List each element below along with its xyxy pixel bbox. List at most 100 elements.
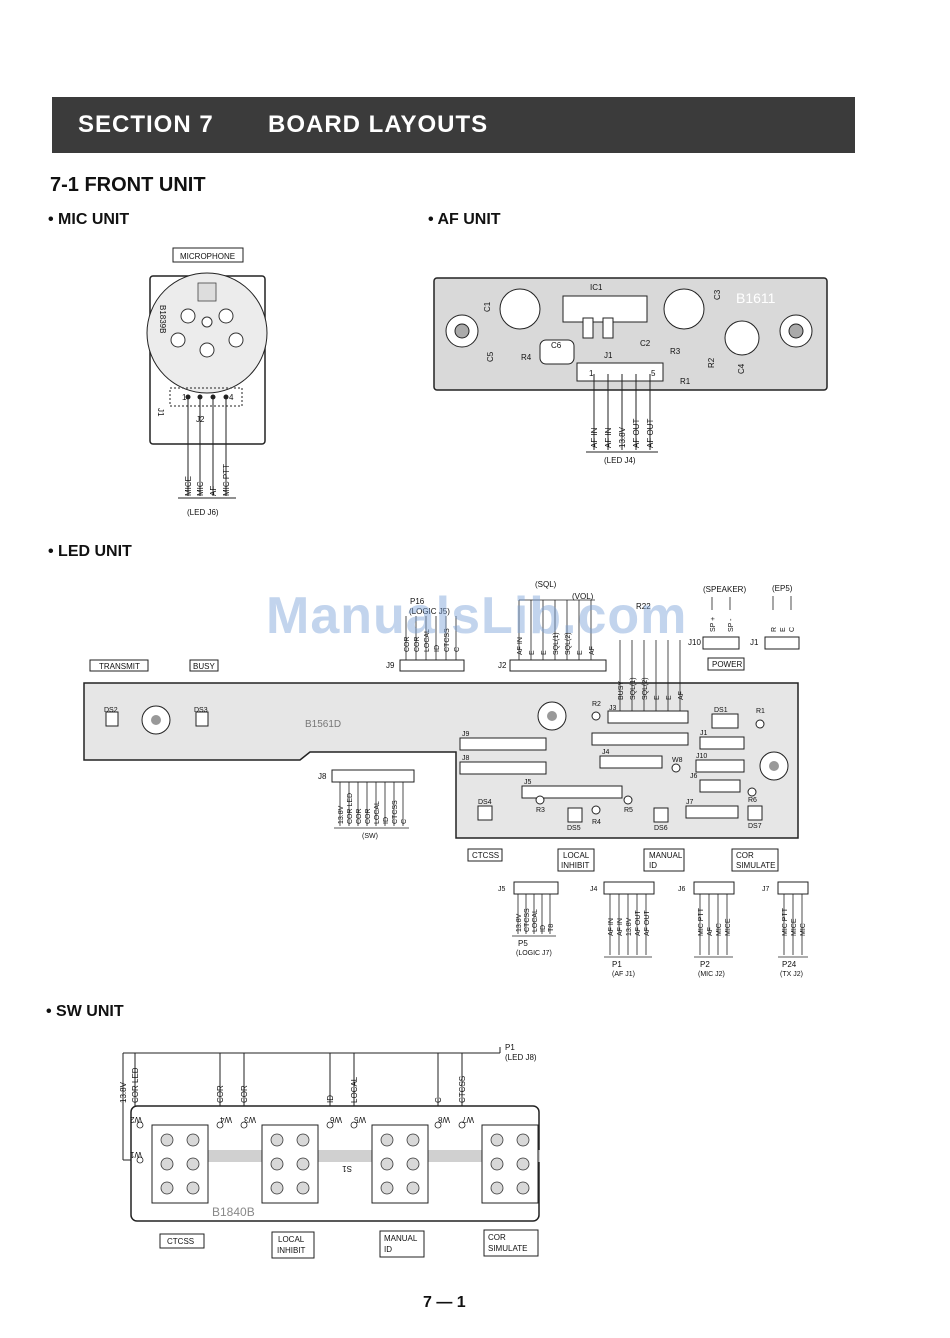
sw-manual-label: MANUAL (384, 1234, 418, 1243)
sw-wire-cor-1: COR (216, 1085, 225, 1103)
mic-dest: (LED J6) (187, 508, 219, 517)
led-unit-heading: • LED UNIT (48, 543, 132, 560)
led-j7-wire-0: MIC PTT (782, 907, 789, 936)
led-j9-wire-0: COR (404, 636, 411, 652)
led-p1: P1 (612, 960, 622, 969)
led-j5-board: J5 (524, 779, 532, 786)
led-ds1: DS1 (714, 707, 728, 714)
sw-w4: W4 (219, 1115, 232, 1124)
af-pin1: 1 (589, 369, 594, 378)
led-power-label: POWER (712, 660, 742, 669)
led-j8-wire-3: COR (365, 808, 372, 824)
led-j9-wire-5: C (454, 647, 461, 652)
led-j8-wire-0: 13.8V (338, 805, 345, 824)
led-busy-wire-3: E (654, 695, 661, 700)
sw-board-code: B1840B (212, 1205, 255, 1219)
section-number: SECTION 7 (78, 111, 214, 138)
led-manual-label: MANUAL (649, 851, 683, 860)
af-unit-heading: • AF UNIT (428, 211, 501, 228)
led-j8-dest: (SW) (362, 833, 378, 840)
sw-w3: W3 (243, 1115, 256, 1124)
led-r22: R22 (636, 602, 651, 611)
section-header: SECTION 7 BOARD LAYOUTS (52, 97, 855, 153)
led-j10-label: J10 (688, 638, 701, 647)
led-j6-conn: J6 (678, 886, 686, 893)
mic-pin1: 1 (182, 393, 187, 402)
led-j6-board: J6 (690, 773, 698, 780)
led-busy-wire-4: E (666, 695, 673, 700)
sw-id-label: ID (384, 1245, 392, 1254)
led-j2-wire-2: E (541, 650, 548, 655)
af-c6: C6 (551, 341, 562, 350)
led-j1-board: J1 (700, 730, 708, 737)
led-r4: R4 (592, 819, 601, 826)
led-busy-wire-1: SQL(1) (630, 677, 637, 700)
led-transmit-label: TRANSMIT (99, 662, 140, 671)
led-p24-dest: (TX J2) (780, 971, 803, 978)
led-p16: P16 (410, 597, 425, 606)
sw-wire-c: C (434, 1097, 443, 1103)
led-j7-board: J7 (686, 799, 694, 806)
led-j2-label: J2 (498, 661, 507, 670)
sw-wire-cor-2: COR (240, 1085, 249, 1103)
led-j7-wire-1: MICE (791, 918, 798, 936)
af-c2: C2 (640, 339, 651, 348)
led-r1: R1 (756, 708, 765, 715)
sw-wire-ctcss: CTCSS (458, 1076, 467, 1103)
af-wire-af-out-1: AF OUT (632, 419, 641, 448)
led-j5-wire-4: T8 (548, 924, 555, 932)
led-j1-top-label: J1 (750, 638, 759, 647)
led-j1-wire-e: E (780, 627, 787, 632)
mic-unit-heading: • MIC UNIT (48, 211, 130, 228)
led-j4-wire-0: AF IN (608, 918, 615, 936)
led-j10-wire-0: SP + (710, 617, 717, 632)
led-p16-dest: (LOGIC J5) (409, 607, 450, 616)
led-j2-wire-6: AF (589, 646, 596, 655)
led-j2-wire-3: SQL(1) (553, 632, 560, 655)
led-r2: R2 (592, 701, 601, 708)
led-j7-conn: J7 (762, 886, 770, 893)
led-cor-label: COR (736, 851, 754, 860)
microphone-label: MICROPHONE (180, 252, 235, 261)
subsection-title: 7-1 FRONT UNIT (50, 174, 206, 196)
led-simulate-label: SIMULATE (736, 861, 775, 870)
sw-wire-13v8: 13.8V (119, 1081, 128, 1103)
sw-p1-dest: (LED J8) (505, 1053, 537, 1062)
af-wire-af-in-1: AF IN (590, 427, 599, 448)
led-j8-wire-4: LOCAL (374, 801, 381, 824)
af-c5: C5 (486, 351, 495, 362)
led-j9-wire-2: LOCAL (424, 629, 431, 652)
sw-unit-diagram: P1 (LED J8) 13.8V COR LED COR COR ID LOC… (119, 1043, 540, 1259)
led-busy-wire-5: AF (678, 691, 685, 700)
sw-wire-id: ID (326, 1095, 335, 1103)
led-j8-label: J8 (318, 772, 327, 781)
led-sql-label: (SQL) (535, 580, 557, 589)
led-j5-wire-0: 13.8V (516, 913, 523, 932)
sw-s1: S1 (342, 1164, 352, 1173)
led-p24: P24 (782, 960, 797, 969)
led-j4-conn: J4 (590, 886, 598, 893)
sw-board (130, 1105, 540, 1222)
led-p5: P5 (518, 939, 528, 948)
led-j2-wire-5: E (577, 650, 584, 655)
sw-unit-heading: • SW UNIT (46, 1003, 124, 1020)
microphone-box (172, 247, 244, 263)
led-j4-board: J4 (602, 749, 610, 756)
led-j9-board: J9 (462, 731, 470, 738)
led-p2: P2 (700, 960, 710, 969)
sw-local-label: LOCAL (278, 1235, 305, 1244)
led-local-label: LOCAL (563, 851, 590, 860)
led-w8: W8 (672, 757, 683, 764)
led-j7-wire-2: MIC (800, 923, 807, 936)
led-j8-wire-1: COR LED (347, 793, 354, 824)
sw-w1: W1 (129, 1150, 142, 1159)
led-r3: R3 (536, 807, 545, 814)
led-j6-wire-0: MIC PTT (698, 907, 705, 936)
led-j9-wire-4: CTCSS (444, 628, 451, 652)
led-j5-conn: J5 (498, 886, 506, 893)
af-wire-af-out-2: AF OUT (646, 419, 655, 448)
led-j1-wire-c: C (789, 627, 796, 632)
led-p1-dest: (AF J1) (612, 971, 635, 978)
af-r1: R1 (680, 377, 691, 386)
led-j4-wire-4: AF OUT (644, 910, 651, 936)
